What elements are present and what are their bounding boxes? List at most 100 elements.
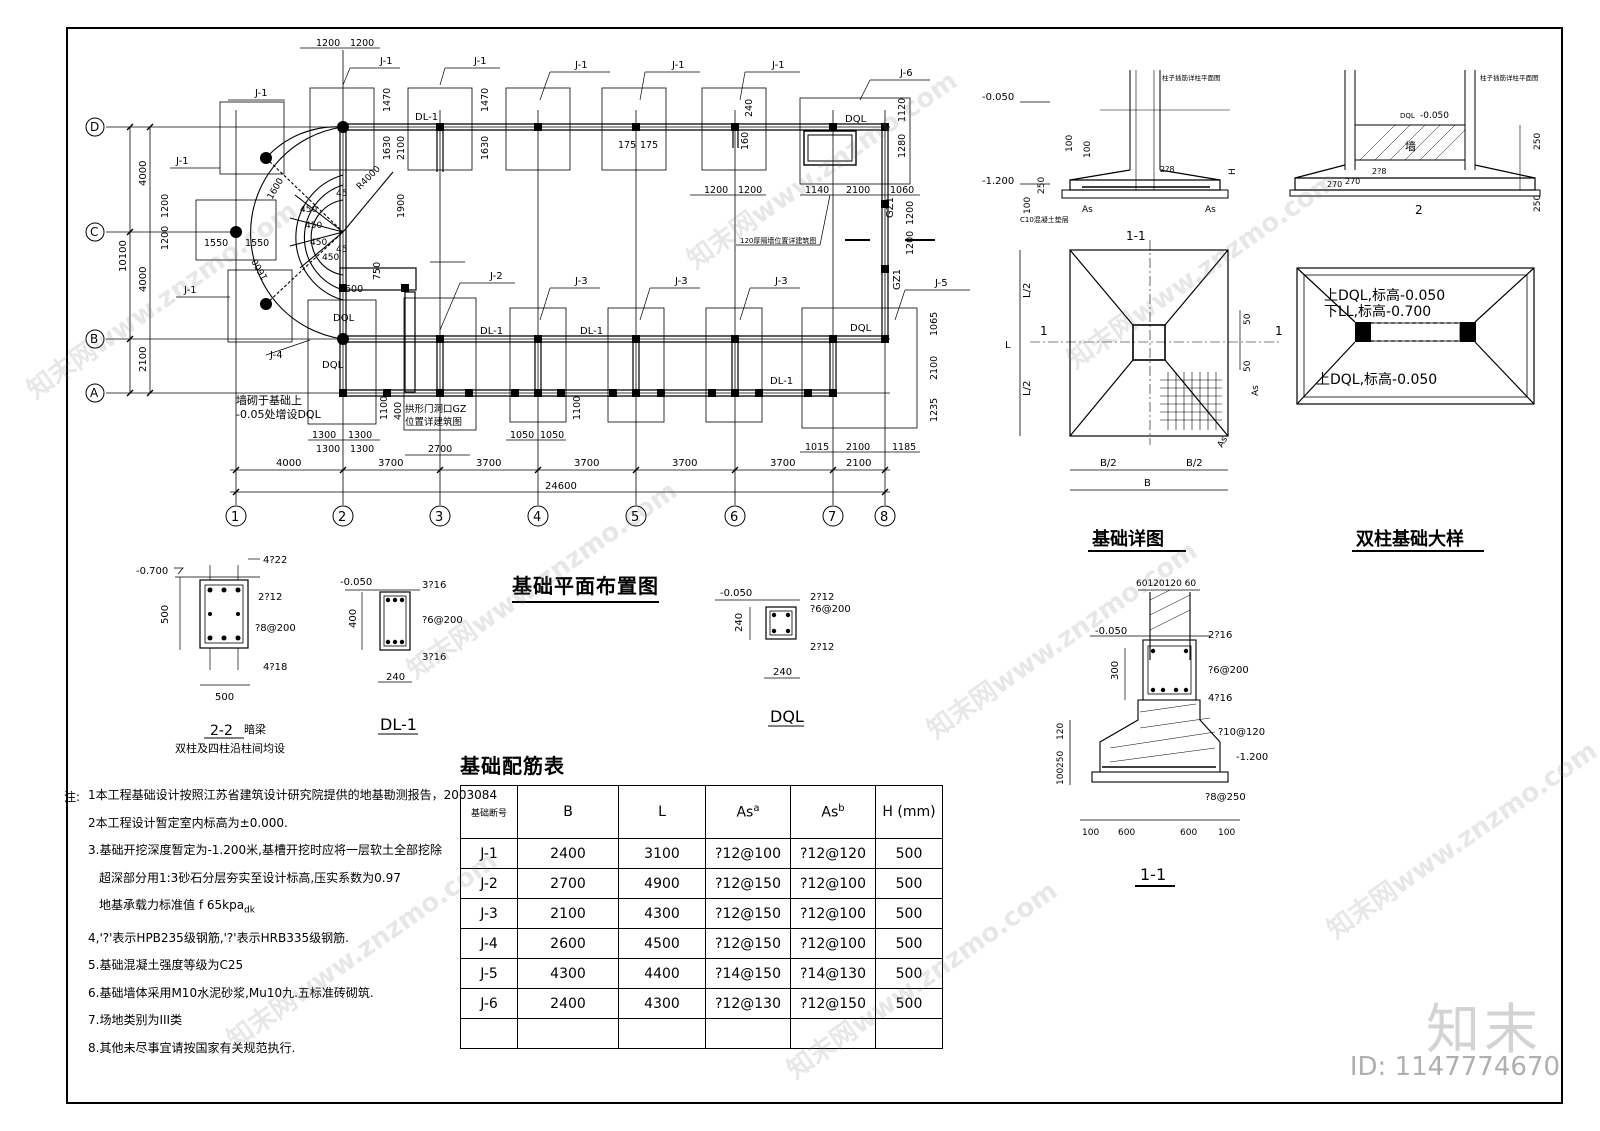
table-cell: J-3 bbox=[460, 898, 518, 929]
table-header: B bbox=[517, 785, 619, 839]
svg-text:250: 250 bbox=[1037, 177, 1047, 194]
svg-text:250: 250 bbox=[1533, 195, 1543, 212]
plan-note: 墙砌于基础上 bbox=[236, 393, 302, 407]
svg-text:-0.050: -0.050 bbox=[720, 588, 752, 599]
svg-text:1060: 1060 bbox=[890, 185, 914, 196]
note-item: 2本工程设计暂定室内标高为±0.000. bbox=[88, 815, 288, 830]
table-cell bbox=[875, 1018, 943, 1049]
svg-text:100: 100 bbox=[1083, 141, 1093, 158]
svg-text:120: 120 bbox=[1056, 723, 1066, 740]
table-cell: 2100 bbox=[517, 898, 619, 929]
wall-section-hatch bbox=[1109, 589, 1216, 763]
double-col-title: 双柱基础大样 bbox=[1356, 528, 1464, 550]
svg-text:-0.050: -0.050 bbox=[1420, 111, 1449, 121]
svg-text:45: 45 bbox=[336, 245, 347, 255]
svg-text:450: 450 bbox=[310, 238, 327, 248]
ground-beams bbox=[339, 123, 889, 397]
dim-left: 2100 bbox=[138, 347, 149, 372]
table-cell: 4300 bbox=[517, 958, 619, 989]
double-col-note1: 上DQL,标高-0.050 bbox=[1324, 287, 1445, 304]
table-header: Asa bbox=[705, 785, 791, 839]
svg-text:2700: 2700 bbox=[428, 444, 452, 455]
svg-text:1600: 1600 bbox=[266, 176, 286, 201]
dim-total: 24600 bbox=[545, 481, 577, 492]
svg-text:450: 450 bbox=[322, 253, 339, 263]
beam-label: DQL bbox=[322, 360, 344, 371]
sec22-height: 500 bbox=[160, 605, 171, 624]
section-dl1 bbox=[345, 589, 420, 683]
dim-ticks bbox=[126, 123, 889, 496]
svg-text:175: 175 bbox=[640, 140, 658, 151]
table-cell: 500 bbox=[875, 958, 943, 989]
svg-text:600: 600 bbox=[1118, 828, 1135, 838]
footing-label: J-3 bbox=[574, 276, 588, 287]
svg-text:750: 750 bbox=[372, 262, 383, 280]
svg-text:2: 2 bbox=[1415, 203, 1423, 217]
svg-text:1100: 1100 bbox=[379, 396, 390, 420]
svg-text:2100: 2100 bbox=[846, 185, 870, 196]
svg-text:1900: 1900 bbox=[396, 194, 407, 218]
svg-text:L/2: L/2 bbox=[1022, 381, 1033, 396]
svg-text:1200: 1200 bbox=[160, 226, 171, 250]
beam-label: DL-1 bbox=[480, 326, 503, 337]
plan-note: 120厚隔墙位置详建筑图 bbox=[740, 236, 816, 245]
sec22-side-bars: 2?12 bbox=[258, 592, 282, 603]
table-cell bbox=[618, 1018, 706, 1049]
table-header: L bbox=[618, 785, 706, 839]
svg-text:400: 400 bbox=[393, 402, 404, 420]
svg-text:1630: 1630 bbox=[382, 136, 393, 160]
svg-text:墙: 墙 bbox=[1405, 139, 1416, 153]
svg-text:100: 100 bbox=[1056, 768, 1066, 785]
curved-walls bbox=[250, 126, 394, 340]
dim-left-total: 10100 bbox=[118, 240, 129, 272]
note-item: 7.场地类别为III类 bbox=[88, 1013, 183, 1028]
table-header: H (mm) bbox=[875, 785, 943, 839]
note-item: 8.其他未尽事宜请按国家有关规范执行. bbox=[88, 1040, 296, 1055]
beam-label: DQL bbox=[845, 114, 867, 125]
dim-left: 4000 bbox=[138, 267, 149, 292]
table-cell: 2700 bbox=[517, 868, 619, 899]
svg-text:1550: 1550 bbox=[245, 238, 269, 249]
table-cell: J-2 bbox=[460, 868, 518, 899]
table-cell: ?14@150 bbox=[705, 958, 791, 989]
svg-text:600: 600 bbox=[1180, 828, 1197, 838]
table-row bbox=[460, 1018, 943, 1049]
section-dql bbox=[715, 599, 800, 679]
svg-text:1235: 1235 bbox=[929, 398, 940, 422]
svg-text:1630: 1630 bbox=[480, 136, 491, 160]
svg-text:-0.050: -0.050 bbox=[1095, 626, 1127, 637]
svg-text:1200: 1200 bbox=[738, 185, 762, 196]
svg-text:?6@200: ?6@200 bbox=[422, 615, 463, 626]
svg-text:50: 50 bbox=[1243, 313, 1253, 325]
svg-text:1300: 1300 bbox=[350, 444, 374, 455]
sec22-bottom-bars: 4?18 bbox=[263, 662, 287, 673]
axis-label-c: C bbox=[90, 225, 98, 239]
plan-title: 基础平面布置图 bbox=[512, 570, 659, 603]
table-cell: J-1 bbox=[460, 838, 518, 869]
svg-text:?10@120: ?10@120 bbox=[1218, 727, 1265, 738]
svg-text:H: H bbox=[1228, 168, 1238, 175]
table-cell: ?12@150 bbox=[705, 928, 791, 959]
svg-text:100: 100 bbox=[1082, 828, 1099, 838]
svg-text:50: 50 bbox=[1243, 360, 1253, 372]
note-item: 4,'?'表示HPB235级钢筋,'?'表示HRB335级钢筋. bbox=[88, 930, 349, 945]
svg-text:2?16: 2?16 bbox=[1208, 630, 1232, 641]
svg-text:1: 1 bbox=[1275, 324, 1283, 338]
svg-text:上DQL,标高-0.050: 上DQL,标高-0.050 bbox=[1316, 371, 1437, 388]
svg-text:?6@200: ?6@200 bbox=[810, 604, 851, 615]
table-cell: 3100 bbox=[618, 838, 706, 869]
plan-note: 位置详建筑图 bbox=[405, 416, 462, 428]
notes-label: 注: bbox=[64, 790, 81, 804]
table-header: 基础断号 bbox=[460, 785, 518, 839]
footing-label: J-1 bbox=[175, 156, 189, 167]
svg-text:1470: 1470 bbox=[382, 88, 393, 112]
svg-text:400: 400 bbox=[348, 609, 359, 628]
svg-text:1120: 1120 bbox=[897, 98, 908, 122]
svg-text:R4000: R4000 bbox=[355, 164, 383, 192]
svg-text:?6@200: ?6@200 bbox=[1208, 665, 1249, 676]
svg-text:3?16: 3?16 bbox=[422, 652, 446, 663]
footing-label: J-1 bbox=[473, 56, 487, 67]
footing-label: J-4 bbox=[269, 350, 283, 361]
svg-text:240: 240 bbox=[386, 672, 405, 683]
